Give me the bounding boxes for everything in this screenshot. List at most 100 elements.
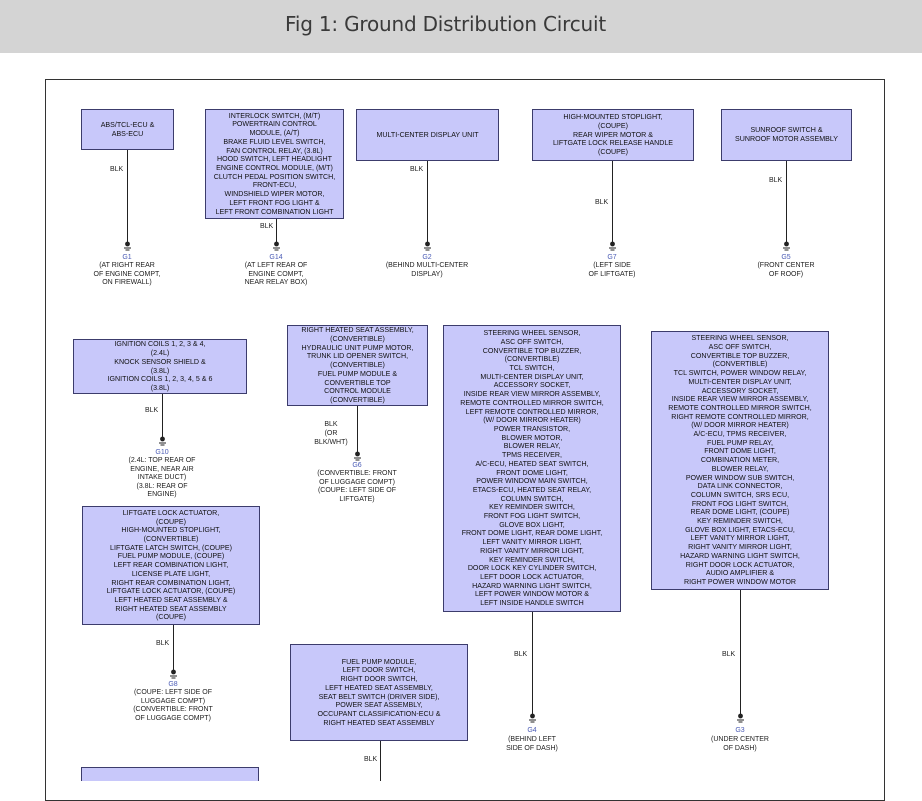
component-label-line: (CONVERTIBLE) bbox=[143, 535, 199, 544]
component-label-line: MULTI-CENTER DISPLAY UNIT, bbox=[480, 372, 584, 381]
component-label-line: (CONVERTIBLE) bbox=[330, 395, 385, 404]
ground-location-g2: (BEHIND MULTI-CENTER DISPLAY) bbox=[385, 262, 469, 278]
component-label-line: BLOWER RELAY, bbox=[503, 442, 561, 451]
component-label-line: LEFT DOOR SWITCH, bbox=[342, 666, 416, 675]
ground-symbol-icon bbox=[354, 451, 361, 461]
component-label-line: ASC OFF SWITCH, bbox=[708, 343, 772, 351]
ground-id-g6: G6 bbox=[352, 462, 362, 469]
component-box-g5: SUNROOF SWITCH &SUNROOF MOTOR ASSEMBLY bbox=[721, 109, 852, 161]
component-label-line: LEFT VANITY MIRROR LIGHT, bbox=[690, 534, 790, 543]
component-label-line: FUEL PUMP RELAY, bbox=[707, 438, 773, 447]
component-box-g2: MULTI-CENTER DISPLAY UNIT bbox=[356, 109, 499, 161]
component-label-line: (CONVERTIBLE) bbox=[504, 355, 560, 364]
component-label-line: HAZARD WARNING LIGHT SWITCH, bbox=[680, 551, 800, 560]
component-label-line: FRONT DOME LIGHT, bbox=[496, 468, 568, 477]
component-label-line: FRONT FOG LIGHT SWITCH, bbox=[483, 512, 581, 521]
ground-location-g1: (AT RIGHT REAR OF ENGINE COMPT, ON FIREW… bbox=[93, 262, 161, 287]
wire-label-g4: BLK bbox=[514, 651, 528, 658]
component-box-g3: STEERING WHEEL SENSOR,ASC OFF SWITCH,CON… bbox=[651, 331, 829, 590]
component-label-line: LEFT INSIDE HANDLE SWITCH bbox=[480, 599, 584, 608]
component-label-line: BRAKE FLUID LEVEL SWITCH, bbox=[223, 137, 326, 146]
component-label-line: ABS-ECU bbox=[111, 129, 144, 138]
ground-symbol-icon bbox=[424, 241, 431, 251]
component-label-line: LEFT DOOR LOCK ACTUATOR, bbox=[480, 572, 584, 581]
ground-location-g4: (BEHIND LEFT SIDE OF DASH) bbox=[506, 736, 558, 752]
ground-symbol-icon bbox=[159, 436, 166, 446]
wire-label-g6: BLK (OR BLK/WHT) bbox=[314, 421, 348, 446]
component-label-line: INSIDE REAR VIEW MIRROR ASSEMBLY, bbox=[671, 395, 809, 404]
wire-label-g7: BLK bbox=[595, 199, 609, 206]
ground-location-g7: (LEFT SIDE OF LIFTGATE) bbox=[588, 262, 636, 278]
ground-id-g3: G3 bbox=[735, 727, 745, 734]
wire-lower bbox=[380, 741, 381, 781]
ground-symbol-icon bbox=[609, 241, 616, 251]
component-label-line: FUEL PUMP MODULE, (COUPE) bbox=[117, 552, 225, 561]
component-box-partial bbox=[81, 767, 259, 781]
component-label-line: A/C-ECU, TPMS RECEIVER, bbox=[693, 430, 787, 439]
component-label-line: ACCESSORY SOCKET, bbox=[493, 381, 571, 390]
component-label-line: WINDSHIELD WIPER MOTOR, bbox=[224, 190, 325, 199]
component-label-line: INSIDE REAR VIEW MIRROR ASSEMBLY, bbox=[463, 390, 601, 399]
component-label-line: LIFTGATE LOCK ACTUATOR, (COUPE) bbox=[106, 587, 236, 596]
component-label-line: (CONVERTIBLE) bbox=[330, 335, 385, 344]
component-label-line: SEAT BELT SWITCH (DRIVER SIDE), bbox=[318, 692, 440, 701]
wire-label-g2: BLK bbox=[410, 166, 424, 173]
wire-label-g8: BLK bbox=[156, 640, 170, 647]
component-label-line: GLOVE BOX LIGHT, bbox=[499, 520, 565, 529]
component-label-line: MODULE, (A/T) bbox=[249, 129, 300, 138]
component-label-line: LIFTGATE LOCK RELEASE HANDLE bbox=[552, 139, 674, 148]
component-box-g6: RIGHT HEATED SEAT ASSEMBLY,(CONVERTIBLE)… bbox=[287, 325, 428, 406]
component-label-line: POWER WINDOW SUB SWITCH, bbox=[685, 473, 795, 482]
ground-id-g8: G8 bbox=[168, 681, 178, 688]
component-label-line: ENGINE CONTROL MODULE, (M/T) bbox=[216, 164, 333, 172]
component-label-line: CLUTCH PEDAL POSITION SWITCH, bbox=[213, 172, 336, 181]
component-label-line: COLUMN SWITCH, SRS ECU, bbox=[690, 490, 790, 499]
component-label-line: RIGHT HEATED SEAT ASSEMBLY, bbox=[301, 326, 414, 335]
component-label-line: SUNROOF MOTOR ASSEMBLY bbox=[734, 135, 838, 143]
component-label-line: STEERING WHEEL SENSOR, bbox=[691, 334, 789, 343]
ground-id-g7: G7 bbox=[607, 254, 617, 261]
ground-location-g10: (2.4L: TOP REAR OF ENGINE, NEAR AIR INTA… bbox=[128, 457, 196, 499]
ground-location-g8: (COUPE: LEFT SIDE OF LUGGAGE COMPT) (CON… bbox=[133, 689, 213, 722]
component-label-line: (W/ DOOR MIRROR HEATER) bbox=[691, 421, 789, 430]
ground-location-g14: (AT LEFT REAR OF ENGINE COMPT, NEAR RELA… bbox=[244, 262, 308, 287]
component-label-line: (3.8L) bbox=[150, 366, 170, 375]
component-label-line: LEFT REAR COMBINATION LIGHT, bbox=[113, 561, 229, 570]
ground-id-g14: G14 bbox=[269, 254, 283, 261]
wire-label-g1: BLK bbox=[110, 166, 124, 173]
wire-g14 bbox=[276, 219, 277, 242]
component-box-g8: LIFTGATE LOCK ACTUATOR,(COUPE)HIGH-MOUNT… bbox=[82, 506, 260, 625]
ground-location-g6: (CONVERTIBLE: FRONT OF LUGGAGE COMPT) (C… bbox=[317, 470, 397, 503]
component-label-line: LEFT VANITY MIRROR LIGHT, bbox=[482, 538, 582, 547]
ground-symbol-icon bbox=[529, 713, 536, 723]
wire-g2 bbox=[427, 161, 428, 242]
component-label-line: LEFT HEATED SEAT ASSEMBLY & bbox=[114, 595, 228, 604]
component-label-line: ACCESSORY SOCKET, bbox=[701, 386, 779, 395]
component-label-line: FUEL PUMP MODULE, bbox=[341, 657, 417, 666]
component-label-line: LEFT FRONT COMBINATION LIGHT bbox=[215, 207, 334, 216]
ground-symbol-icon bbox=[124, 241, 131, 251]
component-label-line: REMOTE CONTROLLED MIRROR SWITCH, bbox=[668, 403, 812, 412]
component-label-line: KEY REMINDER SWITCH, bbox=[489, 503, 575, 512]
component-label-line: RIGHT REAR COMBINATION LIGHT, bbox=[111, 578, 231, 587]
component-label-line: (COUPE) bbox=[156, 517, 186, 526]
ground-id-g1: G1 bbox=[122, 254, 132, 261]
component-box-g1: ABS/TCL-ECU &ABS-ECU bbox=[81, 109, 174, 150]
title-bar: Fig 1: Ground Distribution Circuit bbox=[0, 0, 922, 53]
component-label-line: RIGHT DOOR SWITCH, bbox=[340, 675, 418, 684]
wire-g6 bbox=[357, 406, 358, 452]
ground-symbol-icon bbox=[783, 241, 790, 251]
component-label-line: (CONVERTIBLE) bbox=[330, 361, 385, 370]
wire-g1 bbox=[127, 150, 128, 242]
wire-g10 bbox=[162, 394, 163, 437]
component-label-line: ASC OFF SWITCH, bbox=[500, 337, 564, 346]
wire-label-g5: BLK bbox=[769, 177, 783, 184]
component-label-line: FRONT-ECU, bbox=[252, 181, 297, 190]
component-label-line: GLOVE BOX LIGHT, ETACS-ECU, bbox=[685, 525, 795, 534]
ground-id-g4: G4 bbox=[527, 727, 537, 734]
ground-symbol-icon bbox=[737, 713, 744, 723]
component-box-g7: HIGH-MOUNTED STOPLIGHT,(COUPE)REAR WIPER… bbox=[532, 109, 694, 161]
component-label-line: FUEL PUMP MODULE & bbox=[317, 369, 398, 378]
component-label-line: RIGHT DOOR LOCK ACTUATOR, bbox=[685, 560, 795, 569]
component-label-line: OCCUPANT CLASSIFICATION-ECU & bbox=[317, 709, 441, 718]
